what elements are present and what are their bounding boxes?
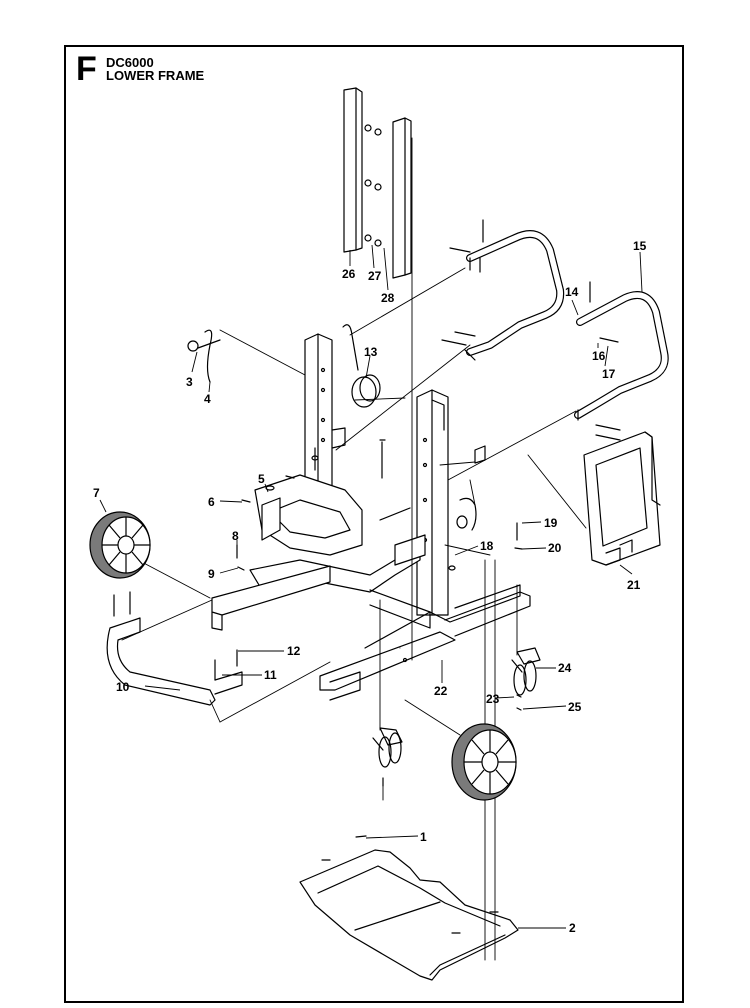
callout-5: 5 <box>258 472 265 486</box>
callout-17: 17 <box>602 367 616 381</box>
callout-18: 18 <box>480 539 494 553</box>
connection-lines <box>121 137 587 961</box>
callout-22: 22 <box>434 684 448 698</box>
callout-leaders <box>99 244 643 929</box>
callout-20: 20 <box>548 541 562 555</box>
callout-23: 23 <box>486 692 500 706</box>
callout-26: 26 <box>342 267 356 281</box>
section-letter: F <box>76 50 97 88</box>
callout-27: 27 <box>368 269 382 283</box>
callout-8: 8 <box>232 529 239 543</box>
callout-6: 6 <box>208 495 215 509</box>
callout-13: 13 <box>364 345 378 359</box>
callout-7: 7 <box>93 486 100 500</box>
rear-axle-bar <box>106 617 243 706</box>
callout-1: 1 <box>420 830 427 844</box>
assembly-title: LOWER FRAME <box>106 68 205 83</box>
callout-25: 25 <box>568 700 582 714</box>
handle-bars <box>464 230 669 419</box>
hardware <box>113 219 621 787</box>
callout-10: 10 <box>116 680 130 694</box>
storage-tray <box>583 431 661 566</box>
callout-28: 28 <box>381 291 395 305</box>
callout-19: 19 <box>544 516 558 530</box>
callout-3: 3 <box>186 375 193 389</box>
base-frame <box>211 474 531 701</box>
left-vertical-post <box>304 333 346 506</box>
callout-2: 2 <box>569 921 576 935</box>
callout-labels: 1 2 3 4 5 6 7 8 9 10 11 12 13 14 15 16 1… <box>93 239 647 935</box>
callout-9: 9 <box>208 567 215 581</box>
wheel-right <box>451 723 517 801</box>
callout-4: 4 <box>204 392 211 406</box>
upper-channel-rails <box>343 87 412 279</box>
callout-14: 14 <box>565 285 579 299</box>
right-vertical-post <box>416 389 486 616</box>
diagram-frame <box>64 45 684 1003</box>
callout-15: 15 <box>633 239 647 253</box>
wheel-left <box>89 511 151 579</box>
callout-12: 12 <box>287 644 301 658</box>
casters <box>372 647 541 768</box>
callout-24: 24 <box>558 661 572 675</box>
bottom-plate <box>299 835 519 981</box>
callout-21: 21 <box>627 578 641 592</box>
callout-11: 11 <box>264 668 277 682</box>
model-title: DC6000 <box>106 55 154 70</box>
callout-16: 16 <box>592 349 606 363</box>
